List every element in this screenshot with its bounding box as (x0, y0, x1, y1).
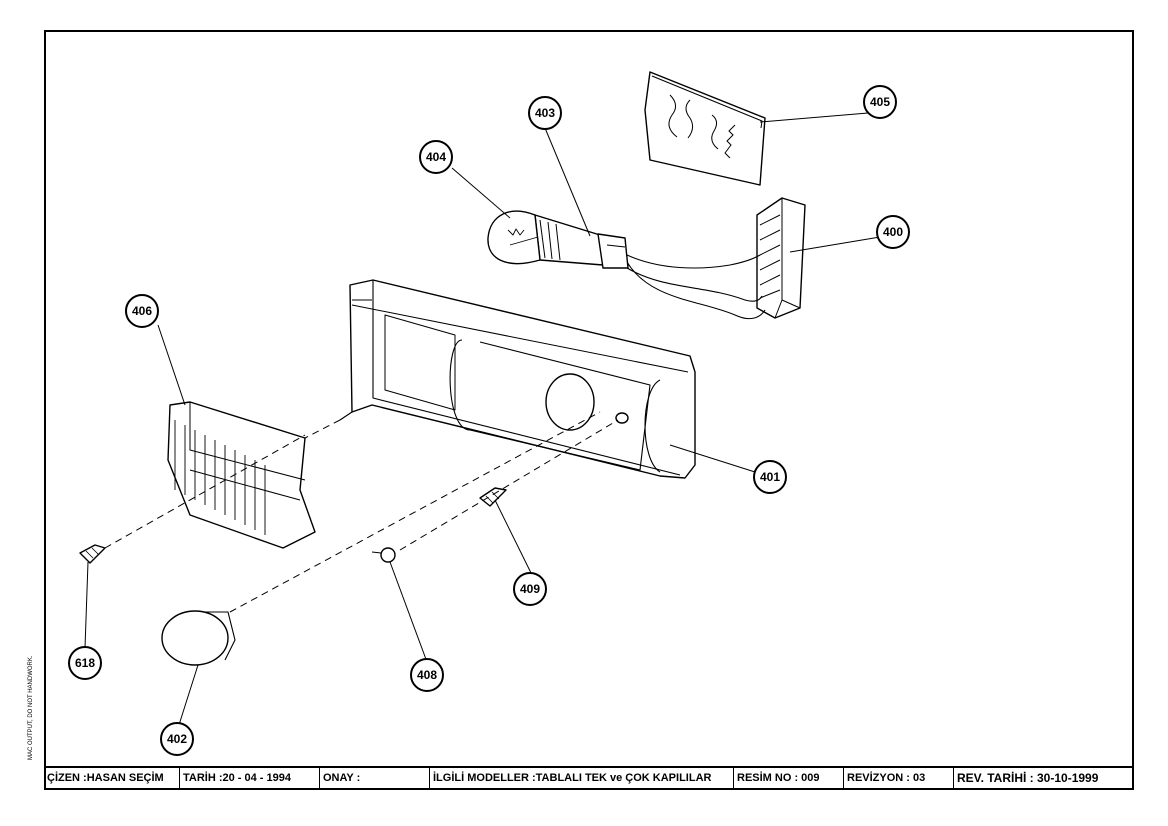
balloon-405: 405 (863, 85, 897, 119)
title-block-drawn-by: ÇİZEN :HASAN SEÇİM (44, 766, 180, 790)
light-bulb-drawing (487, 210, 541, 265)
title-block-approval: ONAY : (320, 766, 430, 790)
balloon-406: 406 (125, 294, 159, 328)
connector-drawing (756, 197, 806, 319)
lamp-socket-drawing (534, 214, 629, 269)
control-board-drawing (644, 71, 766, 186)
assembly-lines (104, 411, 619, 613)
balloon-400: 400 (876, 215, 910, 249)
leader-lines (84, 111, 881, 729)
balloon-408: 408 (410, 658, 444, 692)
title-block-date: TARİH :20 - 04 - 1994 (180, 766, 320, 790)
balloon-403: 403 (528, 96, 562, 130)
title-block-revision-date: REV. TARİHİ : 30-10-1999 (957, 771, 1099, 785)
drawing-frame (44, 30, 1134, 790)
title-block-drawing-no: RESİM NO : 009 (734, 766, 844, 790)
screw-618-drawing (79, 544, 106, 564)
title-block-revision: REVİZYON : 03 (844, 766, 954, 790)
balloon-401: 401 (753, 460, 787, 494)
lamp-housing-drawing (339, 279, 696, 479)
wire-harness-drawing (626, 254, 766, 320)
grille-cover-drawing (167, 401, 316, 549)
balloon-618: 618 (68, 646, 102, 680)
round-cap-drawing (161, 610, 236, 666)
side-note: MAC OUTPUT, DO NOT HANDWORK. (28, 655, 34, 760)
balloon-402: 402 (160, 722, 194, 756)
title-block-models: İLGİLİ MODELLER :TABLALI TEK ve ÇOK KAPI… (430, 766, 734, 790)
balloon-404: 404 (419, 140, 453, 174)
clip-408-drawing (371, 547, 396, 563)
title-block (44, 766, 1134, 790)
screw-409-drawing (479, 487, 507, 507)
balloon-409: 409 (513, 572, 547, 606)
